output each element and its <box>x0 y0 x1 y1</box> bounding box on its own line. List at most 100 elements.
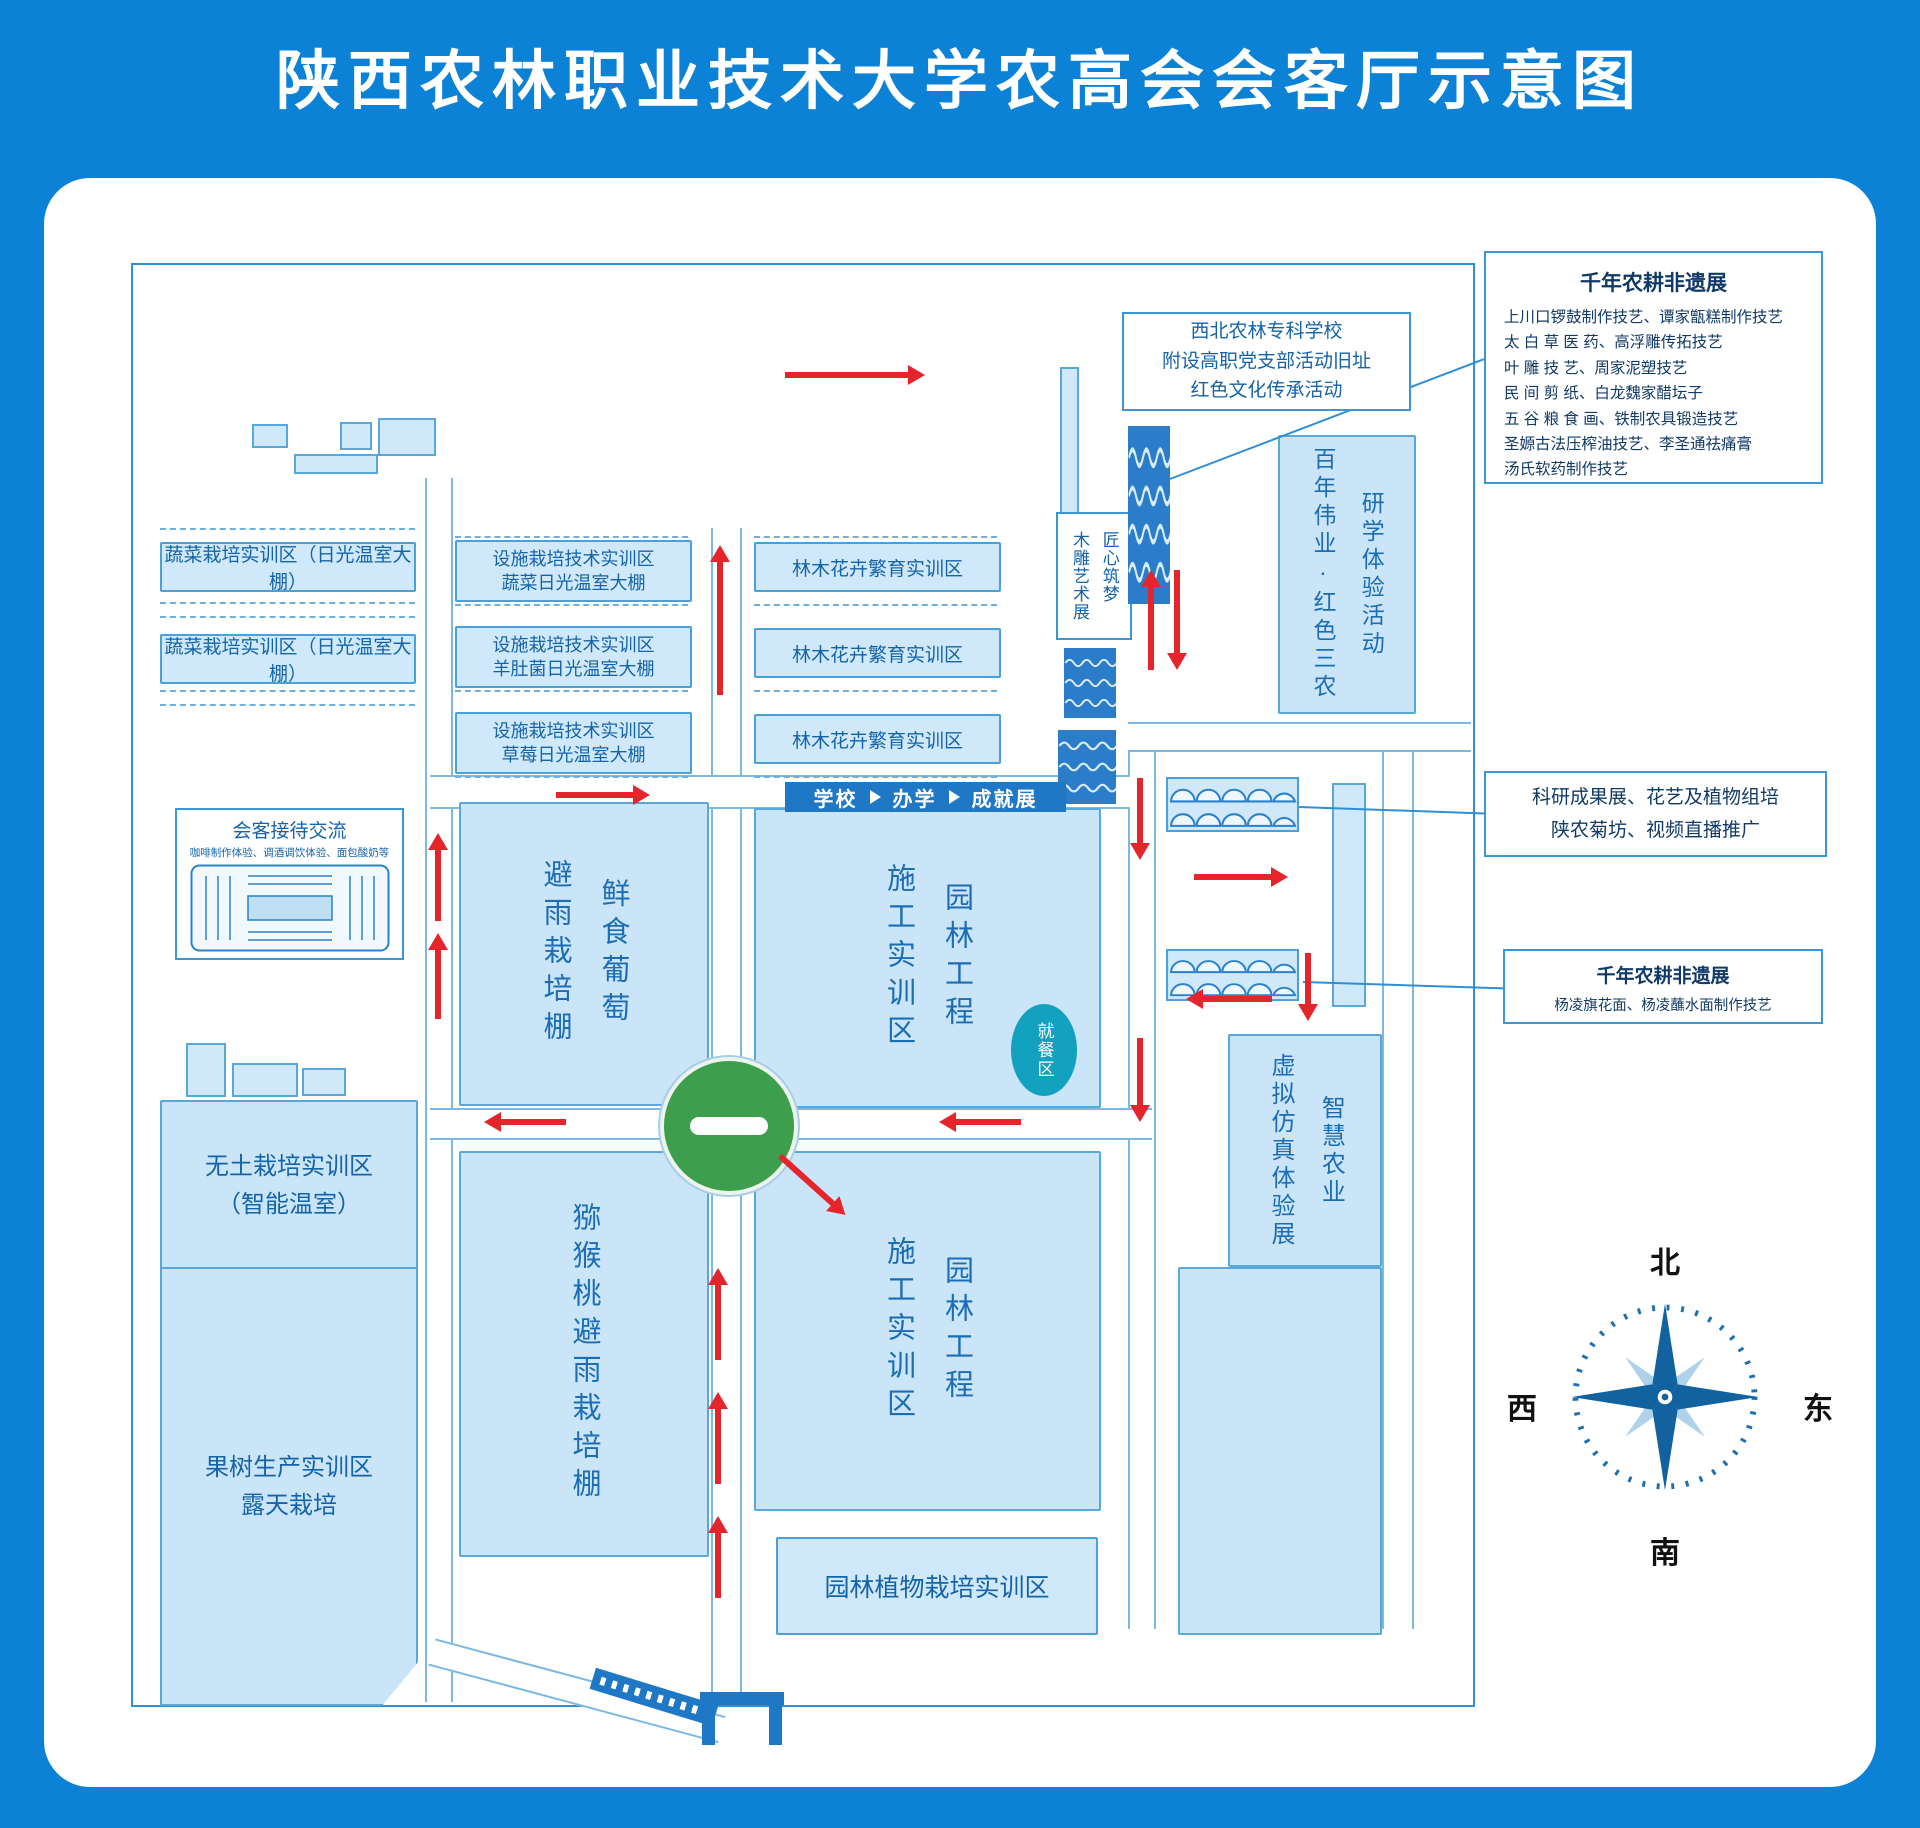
heritage-line: 太 白 草 医 药、高浮雕传拓技艺 <box>1504 334 1723 352</box>
heritage-noodle-box: 千年农耕非遗展 杨凌旗花面、杨凌蘸水面制作技艺 <box>1503 949 1823 1024</box>
zone-label: 木雕艺术展 匠心筑梦 <box>1070 531 1119 621</box>
arrow-right-icon <box>948 790 960 804</box>
zone-century-study: 百年伟业·红色三农 研学体验活动 <box>1278 435 1416 714</box>
building-block <box>294 454 378 474</box>
zone-label: 果树生产实训区 露天栽培 <box>205 1454 373 1519</box>
road-right <box>1128 747 1156 1629</box>
zone-label: 蔬菜栽培实训区（日光温室大棚） <box>164 545 412 593</box>
dining-label: 就餐区 <box>1034 1021 1054 1079</box>
compass-west-label: 西 <box>1507 1393 1537 1426</box>
gate-left-pillar <box>702 1705 715 1745</box>
heritage2-title: 千年农耕非遗展 <box>1596 966 1730 987</box>
zone-forest-flower-1: 林木花卉繁育实训区 <box>754 542 1001 592</box>
zone-construction-bottom: 施工实训区 园林工程 <box>754 1151 1101 1511</box>
flow-arrow-up <box>1141 570 1161 670</box>
flow-arrow-right <box>556 784 650 806</box>
zone-soilless: 无土栽培实训区 （智能温室） <box>160 1100 418 1271</box>
greenhouse-row-line <box>160 602 415 604</box>
flow-arrow-up <box>710 545 730 695</box>
zone-unlabeled-block <box>1178 1267 1382 1635</box>
research-exhibition-box: 科研成果展、花艺及植物组培 陕农菊坊、视频直播推广 <box>1484 771 1827 857</box>
flow-arrow-right <box>785 364 925 386</box>
zone-fruit-production: 果树生产实训区 露天栽培 <box>160 1267 418 1706</box>
red-culture-site: 西北农林专科学校 附设高职党支部活动旧址 红色文化传承活动 <box>1122 312 1411 411</box>
zone-label: 无土栽培实训区 （智能温室） <box>205 1153 373 1218</box>
greenhouse-row-line <box>160 690 415 692</box>
zone-label: 林木花卉繁育实训区 <box>791 644 963 666</box>
reception-subtitle: 咖啡制作体验、调酒调饮体验、面包酸奶等 <box>189 847 390 859</box>
greenhouse-row-line <box>455 690 688 692</box>
zone-label: 蔬菜栽培实训区（日光温室大棚） <box>164 637 412 685</box>
road-horizontal-right-top <box>1128 722 1471 752</box>
roundabout <box>660 1057 798 1195</box>
photo-thumb-icon <box>1064 648 1118 718</box>
banner-text: 办学 <box>892 788 937 811</box>
reception-floorplan-icon <box>177 864 402 957</box>
research-label: 科研成果展、花艺及植物组培 陕农菊坊、视频直播推广 <box>1531 786 1779 841</box>
zone-forest-flower-2: 林木花卉繁育实训区 <box>754 628 1001 678</box>
compass-rose-icon <box>1558 1290 1772 1504</box>
zone-label: 林木花卉繁育实训区 <box>791 730 963 752</box>
arrow-right-icon <box>869 790 881 804</box>
heritage-line: 圣嫄古法压榨油技艺、李圣通祛痛膏 <box>1504 436 1753 454</box>
zone-label: 施工实训区 园林工程 <box>882 863 973 1053</box>
flow-arrow-right <box>1194 866 1288 888</box>
no-entry-bar-icon <box>690 1117 768 1135</box>
greenhouse-row-line <box>754 776 997 778</box>
flow-arrow-up <box>428 833 448 921</box>
zone-label: 设施栽培技术实训区 羊肚菌日光温室大棚 <box>492 634 655 679</box>
dining-area: 就餐区 <box>1011 1004 1077 1096</box>
building-block <box>340 422 372 450</box>
heritage-line: 五 谷 粮 食 画、铁制农具锻造技艺 <box>1504 410 1739 428</box>
zone-label: 百年伟业·红色三农 研学体验活动 <box>1310 447 1385 702</box>
corridor-stub <box>1060 367 1079 518</box>
flow-arrow-up <box>708 1516 728 1598</box>
heritage-line: 上川口锣鼓制作技艺、谭家甑糕制作技艺 <box>1504 309 1784 326</box>
zone-garden-plants: 园林植物栽培实训区 <box>776 1537 1098 1635</box>
zone-vr-smart-agriculture: 虚拟仿真体验展 智慧农业 <box>1228 1034 1382 1267</box>
banner-text: 成就展 <box>971 788 1038 811</box>
zone-facility-veg: 设施栽培技术实训区 蔬菜日光温室大棚 <box>455 540 692 602</box>
greenhouse-row-line <box>455 604 688 606</box>
zone-label: 施工实训区 园林工程 <box>882 1236 973 1426</box>
greenhouse-row-line <box>160 528 415 530</box>
heritage-line: 汤氏软药制作技艺 <box>1504 461 1629 479</box>
zone-label: 虚拟仿真体验展 智慧农业 <box>1267 1052 1345 1249</box>
compass-south-label: 南 <box>1650 1537 1680 1570</box>
zone-label: 设施栽培技术实训区 蔬菜日光温室大棚 <box>492 548 655 593</box>
road-left <box>425 478 453 1702</box>
building-block <box>252 424 288 448</box>
corridor-block <box>1332 783 1366 1007</box>
heritage-exhibition-box: 千年农耕非遗展 上川口锣鼓制作技艺、谭家甑糕制作技艺 太 白 草 医 药、高浮雕… <box>1484 251 1823 484</box>
greenhouse-row-line <box>160 616 415 618</box>
gate-top-bar <box>700 1692 784 1705</box>
flow-arrow-down <box>1167 570 1187 670</box>
entrance-gate <box>700 1692 784 1746</box>
greenhouse-row-line <box>455 776 688 778</box>
photo-thumb-icon <box>1058 730 1118 804</box>
flow-arrow-left <box>939 1111 1021 1133</box>
compass-east-label: 东 <box>1803 1393 1833 1426</box>
banner-text: 学校 <box>813 788 858 811</box>
greenhouse-row-line <box>754 604 997 606</box>
heritage-line: 民 间 剪 纸、白龙魏家醋坛子 <box>1504 385 1703 403</box>
heritage-title: 千年农耕非遗展 <box>1580 272 1727 295</box>
flow-arrow-up <box>708 1268 728 1360</box>
flow-arrow-down <box>1298 953 1318 1021</box>
zone-forest-flower-3: 林木花卉繁育实训区 <box>754 714 1001 764</box>
greenhouse-row-line <box>754 690 997 692</box>
flow-arrow-left <box>1186 988 1272 1010</box>
school-achievement-banner: 学校 办学 成就展 <box>785 782 1066 812</box>
flow-arrow-left <box>484 1111 566 1133</box>
building-block <box>232 1063 298 1097</box>
zone-grape-shelter: 避雨栽培棚 鲜食葡萄 <box>459 802 709 1106</box>
zone-facility-morel: 设施栽培技术实训区 羊肚菌日光温室大棚 <box>455 626 692 688</box>
flow-arrow-down <box>1130 1038 1150 1122</box>
building-block <box>186 1043 226 1097</box>
reception-title: 会客接待交流 <box>232 821 347 842</box>
heritage2-subtitle: 杨凌旗花面、杨凌蘸水面制作技艺 <box>1554 998 1772 1014</box>
zone-label: 避雨栽培棚 鲜食葡萄 <box>539 859 629 1049</box>
greenhouse-row-line <box>455 536 688 538</box>
zone-label: 园林植物栽培实训区 <box>824 1574 1050 1602</box>
zone-veg-greenhouse-1: 蔬菜栽培实训区（日光温室大棚） <box>160 542 416 593</box>
